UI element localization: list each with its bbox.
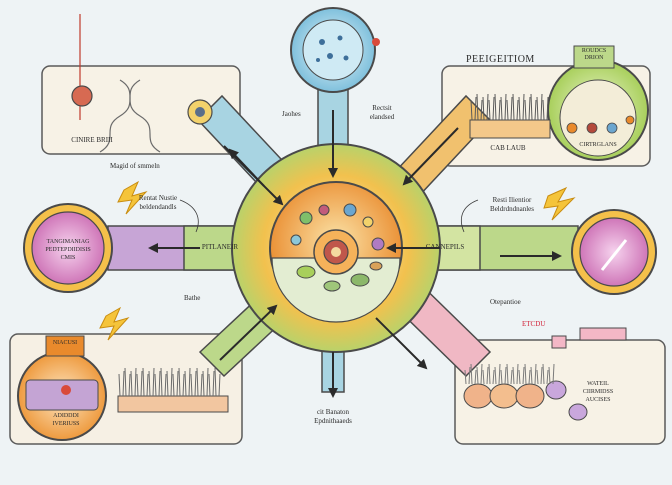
bottom-right-caption: WATEIL CIIRMIDSS AUCISES: [582, 381, 614, 403]
top-center-left-label: Jaohes: [282, 110, 301, 118]
left-circle-label: TANGIMANIAG PEDTEPDIIDISIS CMIS: [45, 239, 91, 261]
cilia-group: [118, 367, 221, 397]
right-upper-label: Resti Ilientior Beldrdndnanles: [490, 196, 534, 213]
right-arm-label: CANNEPILS: [425, 243, 465, 251]
left-lower-label: Bathe: [184, 294, 201, 302]
top-right-badge: ROUDCS DRION: [581, 48, 607, 61]
flow-arrows: [148, 110, 562, 398]
right-circle-cell: [571, 209, 657, 295]
top-right-title: PEEIGEITIOM: [466, 54, 535, 65]
cilia-group: [470, 93, 549, 121]
top-left-subcaption: Magid of smmeln: [110, 162, 160, 170]
panel-top-left: [41, 65, 241, 155]
right-tag-label: ETCDU: [522, 320, 546, 328]
top-right-caption: CAB LAUB: [490, 144, 526, 152]
top-right-circle-label: CIRTRGLANS: [579, 142, 617, 148]
cell-icon: [187, 99, 213, 125]
dna-icon: [71, 14, 161, 153]
left-circle-cell: [23, 203, 113, 293]
cilia-group: [464, 363, 555, 385]
right-lower-label: Otepantioe: [490, 298, 521, 306]
signal-tag-right: [551, 327, 627, 349]
fiber-strip-bottom-left: [117, 395, 229, 413]
bottom-left-caption: ADIDDDI IVERIUSS: [52, 413, 80, 427]
bottom-left-circle-cell: [17, 335, 107, 441]
bottom-left-badge: NIACUSI: [52, 340, 78, 346]
top-center-right-label: Rectsit elandsed: [369, 104, 395, 121]
lightning-icon: [99, 180, 576, 341]
top-circle-cell: [290, 7, 380, 93]
bottom-center-label: cit Banaton Epdnithaaeds: [314, 408, 352, 425]
leader-lines: [179, 199, 479, 233]
top-right-circle-cell: [547, 45, 649, 161]
left-upper-label: Rentat Nustie beldendandls: [138, 194, 178, 211]
left-arm-label: PITLANEIR: [201, 243, 239, 251]
top-left-caption: CINIRE BRIII: [71, 136, 113, 144]
hub-organelles: [290, 203, 385, 292]
fiber-strip-top-right: [469, 119, 551, 139]
